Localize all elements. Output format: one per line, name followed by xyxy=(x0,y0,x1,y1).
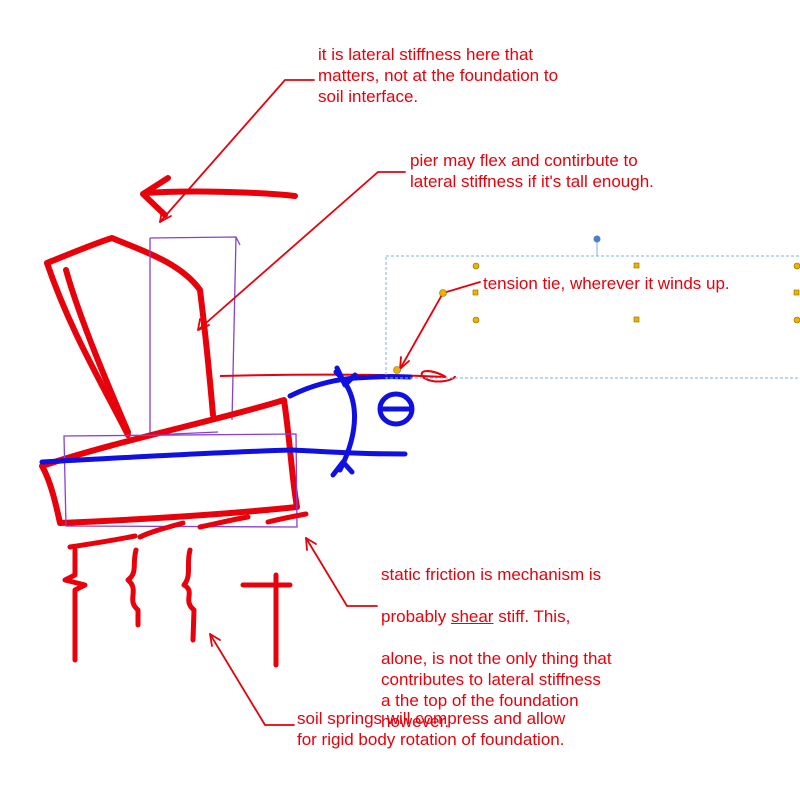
rotation-handle[interactable] xyxy=(593,235,601,243)
pier-outline-purple xyxy=(149,236,241,436)
static-friction-line-2: probably shear stiff. This, xyxy=(381,606,612,627)
rotation-axis-blue xyxy=(39,365,415,478)
pier-flex-note: pier may flex and contirbute to lateral … xyxy=(410,151,654,191)
footing-outline-purple xyxy=(63,433,298,528)
resize-handle[interactable] xyxy=(472,316,480,324)
resize-handle[interactable] xyxy=(793,262,800,270)
resize-handle[interactable] xyxy=(793,289,800,296)
resize-handle[interactable] xyxy=(633,316,640,323)
static-friction-line-1: static friction is mechanism is xyxy=(381,565,602,584)
tension-tie-note[interactable]: tension tie, wherever it winds up. xyxy=(483,274,730,293)
lateral-load-arrow xyxy=(140,175,298,218)
resize-handle[interactable] xyxy=(633,262,640,269)
connector-handle[interactable] xyxy=(439,289,447,297)
static-friction-note: static friction is mechanism is probably… xyxy=(381,543,612,753)
tension-tie-line xyxy=(219,370,456,383)
resize-handle[interactable] xyxy=(472,289,479,296)
pier-outline-red xyxy=(44,235,216,438)
soil-springs-note: soil springs will compress and allow for… xyxy=(297,709,566,749)
shear-underlined-word: shear xyxy=(450,607,494,626)
friction-strokes xyxy=(67,511,309,550)
soil-springs xyxy=(62,547,293,668)
resize-handle[interactable] xyxy=(793,316,800,324)
resize-handle[interactable] xyxy=(472,262,480,270)
static-friction-rest: alone, is not the only thing that contri… xyxy=(381,649,612,731)
static-friction-suffix: stiff. This, xyxy=(493,607,571,626)
lateral-stiffness-note: it is lateral stiffness here that matter… xyxy=(318,45,559,106)
connector-handle[interactable] xyxy=(393,366,401,374)
selection-box[interactable] xyxy=(385,235,800,379)
static-friction-prefix: probably xyxy=(381,607,451,626)
